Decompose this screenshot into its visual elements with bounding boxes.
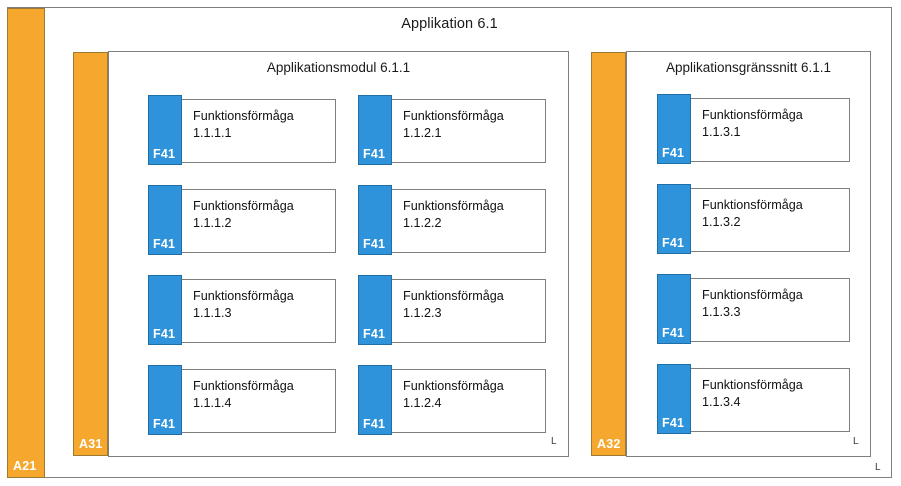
- function-box: Funktionsförmåga 1.1.3.1: [690, 98, 850, 162]
- function-block-1-1-3-2[interactable]: F41 Funktionsförmåga 1.1.3.2: [657, 184, 850, 254]
- function-block-1-1-1-3[interactable]: F41 Funktionsförmåga 1.1.1.3: [148, 275, 336, 345]
- corner-marker-application: L: [875, 462, 881, 473]
- function-box: Funktionsförmåga 1.1.3.4: [690, 368, 850, 432]
- function-text: Funktionsförmåga 1.1.1.1: [193, 109, 294, 140]
- function-tag-f41: F41: [358, 365, 392, 435]
- function-text: Funktionsförmåga 1.1.3.1: [702, 108, 803, 139]
- function-text: Funktionsförmåga 1.1.2.2: [403, 199, 504, 230]
- actor-label-a32: A32: [597, 437, 621, 451]
- function-tag-f41: F41: [148, 95, 182, 165]
- function-tag-label: F41: [662, 326, 685, 340]
- function-text: Funktionsförmåga 1.1.2.4: [403, 379, 504, 410]
- function-tag-label: F41: [153, 147, 176, 161]
- function-tag-f41: F41: [358, 275, 392, 345]
- function-block-1-1-2-2[interactable]: F41 Funktionsförmåga 1.1.2.2: [358, 185, 546, 255]
- function-tag-f41: F41: [657, 94, 691, 164]
- function-tag-label: F41: [662, 416, 685, 430]
- function-tag-f41: F41: [657, 274, 691, 344]
- function-box: Funktionsförmåga 1.1.1.1: [181, 99, 336, 163]
- function-block-1-1-2-3[interactable]: F41 Funktionsförmåga 1.1.2.3: [358, 275, 546, 345]
- function-text: Funktionsförmåga 1.1.1.4: [193, 379, 294, 410]
- actor-bar-a31[interactable]: A31: [73, 52, 108, 456]
- function-tag-f41: F41: [148, 275, 182, 345]
- function-text: Funktionsförmåga 1.1.1.3: [193, 289, 294, 320]
- function-text: Funktionsförmåga 1.1.3.2: [702, 198, 803, 229]
- function-block-1-1-2-1[interactable]: F41 Funktionsförmåga 1.1.2.1: [358, 95, 546, 165]
- function-block-1-1-2-4[interactable]: F41 Funktionsförmåga 1.1.2.4: [358, 365, 546, 435]
- actor-label-a21: A21: [13, 459, 37, 473]
- function-tag-label: F41: [363, 417, 386, 431]
- function-box: Funktionsförmåga 1.1.2.3: [391, 279, 546, 343]
- function-box: Funktionsförmåga 1.1.1.3: [181, 279, 336, 343]
- function-tag-f41: F41: [148, 185, 182, 255]
- function-box: Funktionsförmåga 1.1.1.4: [181, 369, 336, 433]
- function-block-1-1-1-4[interactable]: F41 Funktionsförmåga 1.1.1.4: [148, 365, 336, 435]
- panel-title-applikationsmodul: Applikationsmodul 6.1.1: [266, 60, 411, 75]
- function-tag-label: F41: [153, 417, 176, 431]
- function-block-1-1-1-2[interactable]: F41 Funktionsförmåga 1.1.1.2: [148, 185, 336, 255]
- function-box: Funktionsförmåga 1.1.3.3: [690, 278, 850, 342]
- actor-bar-a32[interactable]: A32: [591, 52, 626, 456]
- corner-marker-module: L: [551, 436, 557, 447]
- panel-title-applikationsgranssnitt: Applikationsgränssnitt 6.1.1: [665, 60, 832, 75]
- function-tag-label: F41: [363, 237, 386, 251]
- function-block-1-1-3-3[interactable]: F41 Funktionsförmåga 1.1.3.3: [657, 274, 850, 344]
- function-tag-f41: F41: [358, 95, 392, 165]
- actor-label-a31: A31: [79, 437, 103, 451]
- function-block-1-1-3-1[interactable]: F41 Funktionsförmåga 1.1.3.1: [657, 94, 850, 164]
- function-text: Funktionsförmåga 1.1.2.1: [403, 109, 504, 140]
- function-tag-f41: F41: [148, 365, 182, 435]
- function-text: Funktionsförmåga 1.1.3.3: [702, 288, 803, 319]
- function-box: Funktionsförmåga 1.1.3.2: [690, 188, 850, 252]
- function-block-1-1-3-4[interactable]: F41 Funktionsförmåga 1.1.3.4: [657, 364, 850, 434]
- function-tag-label: F41: [662, 236, 685, 250]
- function-box: Funktionsförmåga 1.1.2.4: [391, 369, 546, 433]
- function-text: Funktionsförmåga 1.1.1.2: [193, 199, 294, 230]
- function-tag-f41: F41: [657, 364, 691, 434]
- function-block-1-1-1-1[interactable]: F41 Funktionsförmåga 1.1.1.1: [148, 95, 336, 165]
- function-box: Funktionsförmåga 1.1.2.2: [391, 189, 546, 253]
- function-box: Funktionsförmåga 1.1.1.2: [181, 189, 336, 253]
- function-tag-f41: F41: [657, 184, 691, 254]
- function-text: Funktionsförmåga 1.1.3.4: [702, 378, 803, 409]
- function-text: Funktionsförmåga 1.1.2.3: [403, 289, 504, 320]
- function-tag-label: F41: [153, 327, 176, 341]
- actor-bar-a21[interactable]: A21: [7, 8, 45, 478]
- function-tag-f41: F41: [358, 185, 392, 255]
- function-tag-label: F41: [363, 147, 386, 161]
- function-tag-label: F41: [662, 146, 685, 160]
- application-title: Applikation 6.1: [401, 16, 498, 32]
- function-box: Funktionsförmåga 1.1.2.1: [391, 99, 546, 163]
- corner-marker-interface: L: [853, 436, 859, 447]
- function-tag-label: F41: [153, 237, 176, 251]
- function-tag-label: F41: [363, 327, 386, 341]
